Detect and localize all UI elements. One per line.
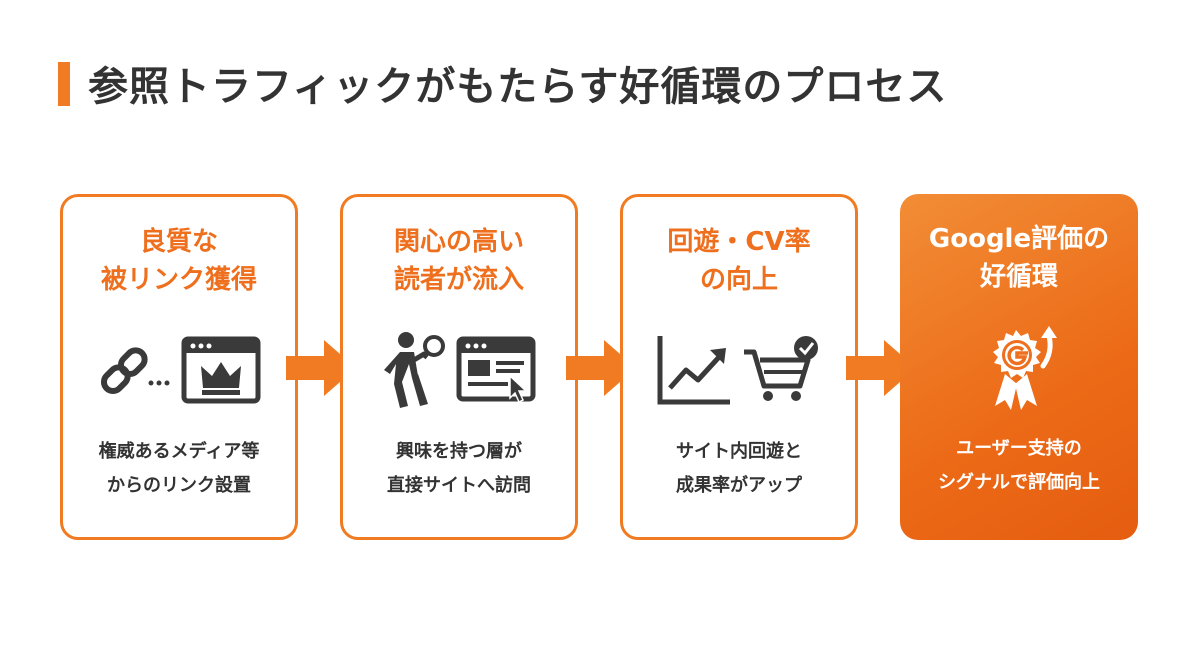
step-1-desc-line-1: 権威あるメディア等 [98,441,260,462]
step-card-1: 良質な 被リンク獲得 権威あるメディア等 からのリンク設置 [60,194,298,540]
browser-crown-icon [181,336,261,404]
flow-arrow-2 [566,340,636,396]
step-2-title-line-2: 読者が流入 [393,265,524,295]
step-4-desc-line-2: シグナルで評価向上 [938,472,1100,493]
step-3-description: サイト内回遊と 成果率がアップ [623,435,855,503]
step-2-description: 興味を持つ層が 直接サイトへ訪問 [343,435,575,503]
step-3-icons [623,325,855,415]
step-4-title-line-1: Google評価の [928,224,1110,254]
growth-chart-icon [657,336,730,405]
flow-arrow-3 [846,340,916,396]
shopping-cart-check-icon [744,336,818,401]
step-3-desc-line-1: サイト内回遊と [676,441,802,462]
step-card-4: Google評価の 好循環 ユーザー支持の シグナルで評価向上 [900,194,1138,540]
step-4-icons [900,322,1138,412]
google-award-badge-icon [993,326,1057,410]
step-2-title-line-1: 関心の高い [393,227,524,257]
step-4-title-line-2: 好循環 [979,262,1058,292]
step-2-icons [343,325,575,415]
step-4-description: ユーザー支持の シグナルで評価向上 [900,432,1138,500]
step-1-title-line-1: 良質な [139,227,218,257]
step-3-title: 回遊・CV率 の向上 [623,223,855,299]
flow-arrow-1 [286,340,356,396]
walking-person-icon [384,332,445,408]
step-1-title-line-2: 被リンク獲得 [100,265,257,295]
step-1-icons [63,325,295,415]
title-accent-bar [58,62,70,106]
step-1-description: 権威あるメディア等 からのリンク設置 [63,435,295,503]
browser-cursor-icon [456,336,536,404]
link-icon [100,347,170,395]
step-2-desc-line-2: 直接サイトへ訪問 [387,475,531,496]
step-1-desc-line-2: からのリンク設置 [107,475,251,496]
step-card-2: 関心の高い 読者が流入 興味を持つ層が 直接サイトへ訪問 [340,194,578,540]
step-2-title: 関心の高い 読者が流入 [343,223,575,299]
step-2-desc-line-1: 興味を持つ層が [396,441,522,462]
step-4-desc-line-1: ユーザー支持の [956,438,1082,459]
step-4-title: Google評価の 好循環 [900,220,1138,296]
step-3-desc-line-2: 成果率がアップ [676,475,802,496]
step-3-title-line-1: 回遊・CV率 [667,227,811,257]
step-1-title: 良質な 被リンク獲得 [63,223,295,299]
step-3-title-line-2: の向上 [699,265,778,295]
page-title: 参照トラフィックがもたらす好循環のプロセス [88,64,948,110]
step-card-3: 回遊・CV率 の向上 サイト内回遊と 成果率がアップ [620,194,858,540]
